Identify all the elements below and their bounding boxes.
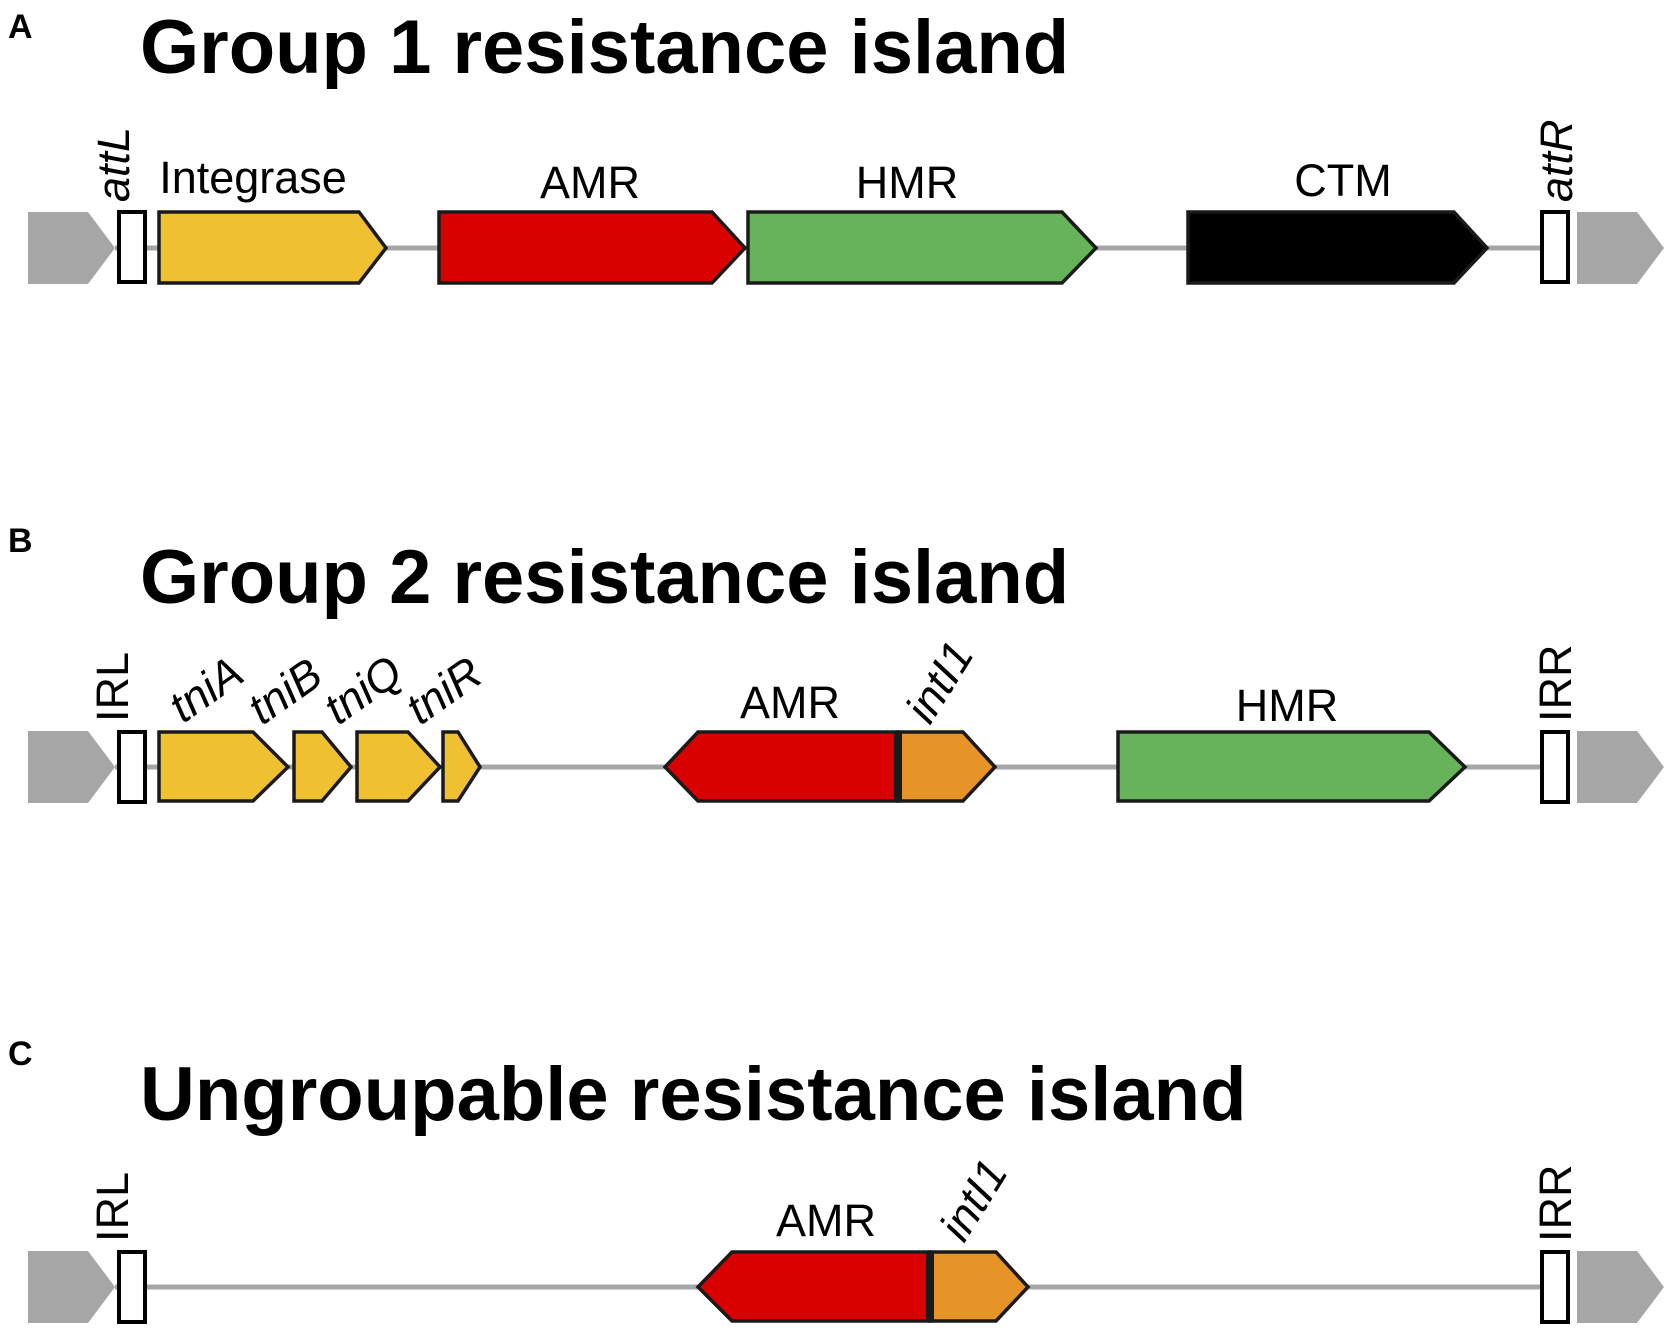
- gene-tnib: [292, 730, 354, 803]
- gene-hmr: [1116, 730, 1468, 803]
- panel-b-right-flank: [1577, 731, 1664, 803]
- gene-tnia-label: tniA: [159, 646, 252, 732]
- panel-b-left-site-label: IRL: [87, 652, 138, 722]
- panel-a-left-site: [117, 210, 147, 284]
- panel-b-right-site: [1540, 730, 1570, 804]
- panel-c-left-site-label: IRL: [87, 1172, 138, 1242]
- panel-letter-b: B: [8, 522, 33, 560]
- panel-b-left-site: [117, 730, 147, 804]
- gene-tnir: [441, 730, 483, 803]
- panel-a-left-flank: [28, 212, 115, 284]
- gene-inti1-label: intI1: [895, 632, 983, 731]
- gene-inti1-label: intI1: [929, 1150, 1017, 1249]
- gene-tniq-label: tniQ: [314, 645, 411, 734]
- panel-b-right-site-label: IRR: [1530, 645, 1581, 723]
- panel-b: B Group 2 resistance island IRL IRR tniA…: [8, 522, 1664, 804]
- gene-tnir-label: tniR: [396, 647, 491, 735]
- gene-ctm: [1186, 210, 1490, 285]
- panel-c-left-site: [117, 1250, 147, 1324]
- gene-amr-label: AMR: [740, 677, 840, 728]
- panel-c-left-flank: [28, 1251, 115, 1323]
- panel-b-title: Group 2 resistance island: [140, 535, 1069, 620]
- panel-c: C Ungroupable resistance island IRL IRR …: [8, 1035, 1664, 1324]
- gene-hmr: [746, 210, 1099, 285]
- gene-ctm-label: CTM: [1294, 155, 1391, 206]
- gene-amr-label: AMR: [540, 157, 640, 208]
- gene-integrase: [157, 210, 389, 285]
- gene-hmr-label: HMR: [856, 157, 958, 208]
- gene-amr-label: AMR: [776, 1195, 876, 1246]
- panel-letter-c: C: [8, 1035, 33, 1073]
- panel-c-title: Ungroupable resistance island: [140, 1052, 1247, 1137]
- panel-letter-a: A: [8, 8, 33, 46]
- panel-a-title: Group 1 resistance island: [140, 5, 1069, 90]
- gene-inti1: [896, 730, 998, 803]
- gene-tnia: [157, 730, 291, 803]
- panel-a-right-site: [1540, 210, 1570, 284]
- panel-c-right-site: [1540, 1250, 1570, 1324]
- panel-c-right-flank: [1577, 1251, 1664, 1323]
- gene-amr-reverse: [695, 1250, 932, 1323]
- panel-a-left-site-label: attL: [88, 127, 139, 202]
- gene-inti1: [928, 1250, 1031, 1323]
- gene-hmr-label: HMR: [1236, 680, 1338, 731]
- gene-integrase-label: Integrase: [159, 152, 347, 203]
- panel-a: A Group 1 resistance island attL attR In…: [8, 5, 1664, 285]
- panel-c-right-site-label: IRR: [1530, 1165, 1581, 1243]
- panel-a-right-flank: [1577, 212, 1664, 284]
- panel-a-right-site-label: attR: [1531, 119, 1582, 202]
- panel-b-left-flank: [28, 731, 115, 803]
- gene-amr-reverse: [662, 730, 900, 803]
- gene-amr: [437, 210, 748, 285]
- gene-tniq: [355, 730, 443, 803]
